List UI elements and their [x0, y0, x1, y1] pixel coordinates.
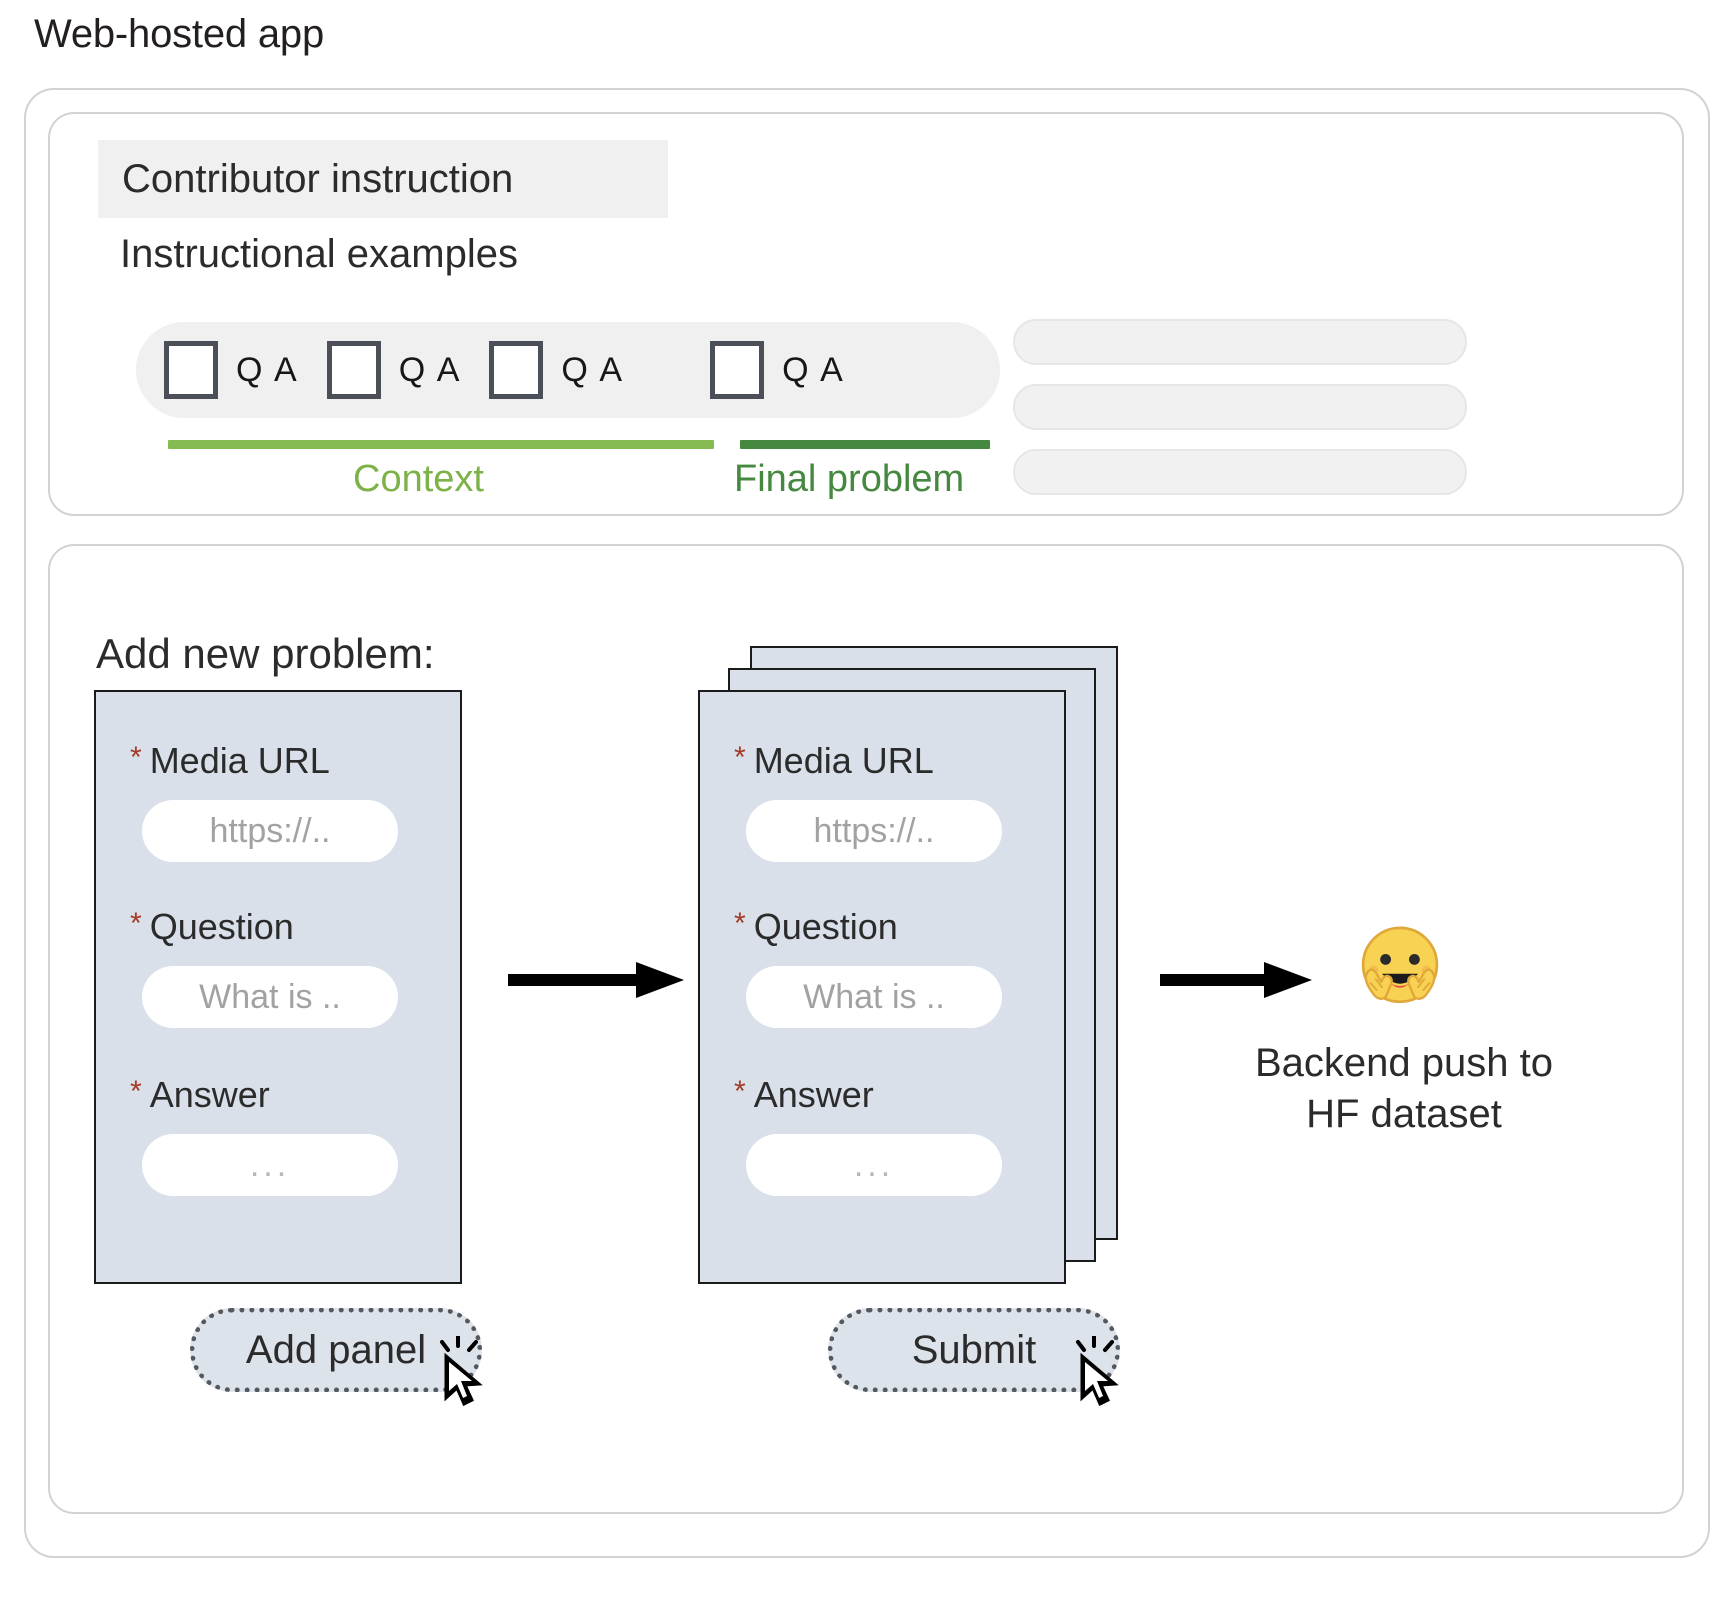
required-asterisk-icon: * — [130, 1075, 142, 1108]
placeholder-bar-2 — [1013, 384, 1467, 430]
media-url-label: *Media URL — [734, 740, 934, 782]
backend-push-caption: Backend push to HF dataset — [1254, 1038, 1554, 1140]
arrow-right-icon — [1160, 962, 1312, 998]
mouse-cursor-icon — [440, 1336, 483, 1406]
field-label-text: Answer — [149, 1074, 270, 1115]
hugging-face-emoji — [1361, 926, 1439, 1004]
qa-label: Q A — [398, 350, 462, 389]
arrow-right-icon — [508, 962, 684, 998]
qa-label: Q A — [782, 350, 845, 389]
qa-example-1[interactable]: Q A — [164, 341, 299, 399]
field-label-text: Question — [149, 906, 294, 947]
mouse-cursor-icon — [1076, 1336, 1119, 1406]
backend-push-caption-line2: HF dataset — [1306, 1092, 1502, 1137]
instructional-examples-label: Instructional examples — [120, 232, 518, 276]
qa-example-2[interactable]: Q A — [326, 341, 462, 399]
field-label-text: Media URL — [753, 740, 934, 781]
answer-label: *Answer — [130, 1074, 270, 1116]
instructional-examples-pill: Q A Q A Q A Q A — [136, 322, 1000, 418]
question-input[interactable]: What is .. — [142, 966, 398, 1028]
qa-example-4-final[interactable]: Q A — [710, 341, 845, 399]
field-label-text: Answer — [753, 1074, 874, 1115]
add-panel-button[interactable]: Add panel — [190, 1308, 482, 1392]
checkbox-icon[interactable] — [489, 341, 544, 399]
final-problem-underline — [740, 440, 990, 449]
checkbox-icon[interactable] — [164, 341, 218, 399]
problem-form-panel: *Media URL https://.. *Question What is … — [94, 690, 462, 1284]
add-problem-panel: Add new problem: *Media URL https://.. *… — [48, 544, 1684, 1514]
required-asterisk-icon: * — [130, 907, 142, 940]
problem-form-panel-stack-front: *Media URL https://.. *Question What is … — [698, 690, 1066, 1284]
question-label: *Question — [130, 906, 294, 948]
final-problem-caption: Final problem — [734, 458, 965, 500]
submit-button[interactable]: Submit — [828, 1308, 1120, 1392]
answer-input[interactable]: ... — [142, 1134, 398, 1196]
required-asterisk-icon: * — [130, 741, 142, 774]
media-url-input[interactable]: https://.. — [142, 800, 398, 862]
question-label: *Question — [734, 906, 898, 948]
add-new-problem-heading: Add new problem: — [96, 630, 435, 677]
required-asterisk-icon: * — [734, 741, 746, 774]
contributor-instruction-label: Contributor instruction — [122, 156, 514, 201]
app-window-frame: Contributor instruction Instructional ex… — [24, 88, 1710, 1558]
backend-push-caption-line1: Backend push to — [1255, 1041, 1553, 1085]
context-underline — [168, 440, 714, 449]
page-title: Web-hosted app — [34, 12, 324, 56]
field-label-text: Question — [753, 906, 898, 947]
answer-input[interactable]: ... — [746, 1134, 1002, 1196]
context-caption: Context — [353, 458, 484, 500]
question-input[interactable]: What is .. — [746, 966, 1002, 1028]
answer-label: *Answer — [734, 1074, 874, 1116]
media-url-label: *Media URL — [130, 740, 330, 782]
placeholder-bar-1 — [1013, 319, 1467, 365]
required-asterisk-icon: * — [734, 907, 746, 940]
required-asterisk-icon: * — [734, 1075, 746, 1108]
qa-label: Q A — [561, 350, 625, 389]
qa-label: Q A — [236, 350, 299, 389]
checkbox-icon[interactable] — [710, 341, 765, 399]
field-label-text: Media URL — [149, 740, 330, 781]
placeholder-bar-3 — [1013, 449, 1467, 495]
checkbox-icon[interactable] — [326, 341, 381, 399]
media-url-input[interactable]: https://.. — [746, 800, 1002, 862]
instruction-panel: Contributor instruction Instructional ex… — [48, 112, 1684, 516]
qa-example-3[interactable]: Q A — [489, 341, 624, 399]
contributor-instruction-chip: Contributor instruction — [98, 140, 668, 218]
